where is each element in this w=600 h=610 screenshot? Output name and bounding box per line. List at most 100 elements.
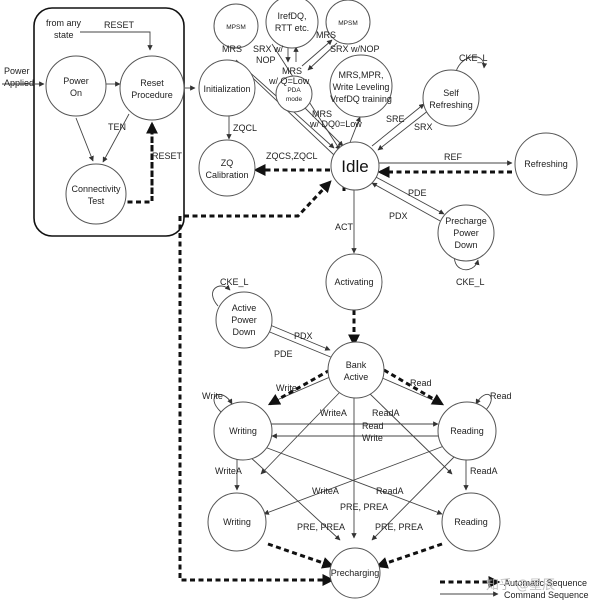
svg-text:Bank: Bank xyxy=(346,360,367,370)
svg-text:Activating: Activating xyxy=(334,277,373,287)
svg-text:VrefDQ training: VrefDQ training xyxy=(330,94,392,104)
state-precharging: Precharging xyxy=(329,547,381,599)
state-zq-calibration: ZQ Calibration xyxy=(198,139,256,197)
svg-text:ReadA: ReadA xyxy=(376,486,404,496)
svg-text:Read: Read xyxy=(490,391,512,401)
svg-text:TEN: TEN xyxy=(108,122,126,132)
svg-text:SRX w/NOP: SRX w/NOP xyxy=(330,44,380,54)
state-connectivity-test: Connectivity Test xyxy=(65,163,127,225)
svg-text:Idle: Idle xyxy=(341,157,368,176)
svg-text:PDE: PDE xyxy=(274,349,293,359)
state-bank-active: Bank Active xyxy=(327,341,385,399)
svg-text:Write: Write xyxy=(276,383,297,393)
svg-text:Calibration: Calibration xyxy=(205,170,248,180)
svg-text:Power: Power xyxy=(231,315,257,325)
svg-text:Procedure: Procedure xyxy=(131,90,173,100)
svg-text:Precharging: Precharging xyxy=(331,568,380,578)
svg-text:WriteA: WriteA xyxy=(320,408,347,418)
svg-text:PDX: PDX xyxy=(294,331,313,341)
svg-text:CKE_L: CKE_L xyxy=(220,277,249,287)
state-active-power-down: Active Power Down xyxy=(215,291,273,349)
svg-text:SRX: SRX xyxy=(414,122,433,132)
svg-text:SRE: SRE xyxy=(386,114,405,124)
svg-text:Initialization: Initialization xyxy=(203,84,250,94)
svg-text:Active: Active xyxy=(344,372,369,382)
state-initialization: Initialization xyxy=(198,59,256,117)
svg-text:SRX w/: SRX w/ xyxy=(253,44,284,54)
svg-text:ReadA: ReadA xyxy=(372,408,400,418)
state-iref: IrefDQ, RTT etc. xyxy=(265,0,319,49)
svg-text:Precharge: Precharge xyxy=(445,216,487,226)
svg-text:Write: Write xyxy=(202,391,223,401)
svg-text:MRS: MRS xyxy=(312,109,332,119)
svg-text:Power: Power xyxy=(63,76,89,86)
state-mpsm-right: MPSM xyxy=(325,0,371,45)
svg-text:Test: Test xyxy=(88,196,105,206)
state-refreshing: Refreshing xyxy=(514,132,578,196)
svg-text:Applied: Applied xyxy=(4,78,34,88)
state-idle: Idle xyxy=(330,141,380,191)
svg-text:Reading: Reading xyxy=(450,426,484,436)
svg-text:CKE_L: CKE_L xyxy=(456,277,485,287)
automatic-arrows xyxy=(102,121,512,588)
svg-text:Connectivity: Connectivity xyxy=(71,184,121,194)
edge-labels: Power Applied from any state RESET RESET… xyxy=(4,18,512,532)
state-self-refreshing: Self Refreshing xyxy=(422,69,480,127)
svg-text:MRS: MRS xyxy=(282,66,302,76)
svg-text:w/ Q=Low: w/ Q=Low xyxy=(268,76,310,86)
svg-text:Reset: Reset xyxy=(140,78,164,88)
svg-text:Active: Active xyxy=(232,303,257,313)
svg-text:MRS: MRS xyxy=(316,30,336,40)
watermark: 知乎 @星辰 xyxy=(486,577,555,593)
svg-text:MRS,MPR,: MRS,MPR, xyxy=(339,70,384,80)
state-reset-procedure: Reset Procedure xyxy=(119,55,185,121)
svg-text:state: state xyxy=(54,30,74,40)
svg-text:On: On xyxy=(70,88,82,98)
svg-text:PDE: PDE xyxy=(408,188,427,198)
legend: Automatic Sequence Command Sequence xyxy=(504,578,589,600)
svg-text:ReadA: ReadA xyxy=(470,466,498,476)
svg-text:CKE_L: CKE_L xyxy=(459,53,488,63)
svg-text:REF: REF xyxy=(444,152,463,162)
svg-text:PRE, PREA: PRE, PREA xyxy=(340,502,388,512)
svg-text:PRE, PREA: PRE, PREA xyxy=(297,522,345,532)
svg-text:Power: Power xyxy=(4,66,30,76)
svg-text:MRS: MRS xyxy=(222,44,242,54)
svg-text:PRE, PREA: PRE, PREA xyxy=(375,522,423,532)
svg-text:WriteA: WriteA xyxy=(312,486,339,496)
svg-text:Refreshing: Refreshing xyxy=(524,159,568,169)
svg-text:ACT: ACT xyxy=(335,222,354,232)
svg-text:Writing: Writing xyxy=(223,517,251,527)
svg-text:Read: Read xyxy=(410,378,432,388)
svg-text:Write Leveling: Write Leveling xyxy=(333,82,390,92)
svg-text:ZQCS,ZQCL: ZQCS,ZQCL xyxy=(266,151,318,161)
svg-text:NOP: NOP xyxy=(256,55,276,65)
svg-text:Down: Down xyxy=(232,327,255,337)
reset-group-box xyxy=(33,7,185,237)
svg-text:Refreshing: Refreshing xyxy=(429,100,473,110)
state-writing-lower: Writing xyxy=(207,492,267,552)
svg-text:PDX: PDX xyxy=(389,211,408,221)
state-activating: Activating xyxy=(325,253,383,311)
svg-text:Write: Write xyxy=(362,433,383,443)
svg-text:WriteA: WriteA xyxy=(215,466,242,476)
svg-text:ZQCL: ZQCL xyxy=(233,123,257,133)
svg-text:RESET: RESET xyxy=(152,151,183,161)
svg-text:Down: Down xyxy=(454,240,477,250)
svg-text:ZQ: ZQ xyxy=(221,158,234,168)
svg-text:PDA: PDA xyxy=(287,87,301,94)
legend-command-sequence: Command Sequence xyxy=(504,590,589,600)
svg-text:Reading: Reading xyxy=(454,517,488,527)
svg-text:RESET: RESET xyxy=(104,20,135,30)
svg-text:from any: from any xyxy=(46,18,82,28)
state-reading-lower: Reading xyxy=(441,492,501,552)
svg-text:IrefDQ,: IrefDQ, xyxy=(277,11,306,21)
state-mrs-mpr: MRS,MPR, Write Leveling VrefDQ training xyxy=(329,54,393,118)
state-precharge-power-down: Precharge Power Down xyxy=(437,204,495,262)
svg-text:Self: Self xyxy=(443,88,459,98)
state-reading-upper: Reading xyxy=(437,401,497,461)
svg-text:MPSM: MPSM xyxy=(226,24,246,31)
svg-text:mode: mode xyxy=(286,96,303,103)
svg-text:Read: Read xyxy=(362,421,384,431)
